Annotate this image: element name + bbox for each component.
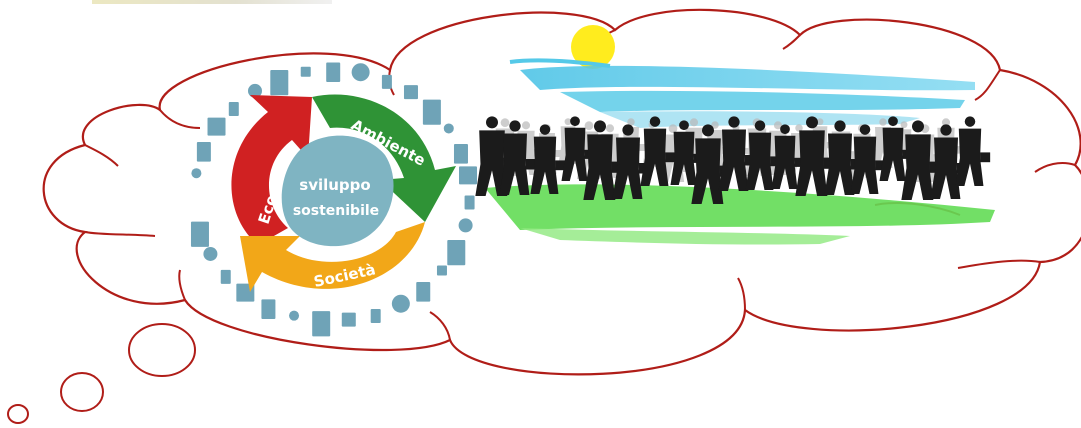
sun-icon [436,265,447,276]
wind-turbine-icon [191,168,202,179]
tree-icon [228,102,239,117]
sun-icon [571,25,615,69]
wind-turbine-icon [326,62,341,83]
sustainability-diagram: sviluppo sostenibile Economia Ambiente S… [190,62,478,337]
sky-brush-stroke [560,90,965,112]
cloud-inner-curve [782,34,801,50]
thought-bubble-medium [60,372,104,412]
thought-bubbles [7,323,196,424]
car-icon [220,269,231,284]
cloud-inner-curve [429,311,451,341]
solar-panel-icon [196,141,211,162]
foreground-crowd [475,116,991,204]
cloud-inner-curve [84,144,119,167]
building-icon [312,311,331,337]
person-silhouette [670,120,703,185]
sun-icon [247,83,262,98]
solar-panel-icon [341,312,356,327]
building-icon [458,218,473,233]
person-silhouette [640,116,676,186]
center-circle [281,135,394,247]
segment-societa [240,222,425,292]
sun-icon [422,99,441,125]
thought-bubble-large [128,323,196,377]
tree-icon [403,85,418,100]
cloud-icon [270,70,289,96]
cloud-inner-curve [84,231,156,237]
thought-bubble-small [7,404,29,424]
solar-panel-icon [464,195,475,210]
solar-panel-icon [351,63,370,82]
car-icon [391,294,410,313]
person-silhouette [955,116,991,186]
tree-icon [289,310,300,321]
cloud-inner-curve [737,277,746,311]
crowd-scene [475,25,995,245]
cloud-inner-curve [178,269,186,301]
tree-icon [447,240,466,266]
building-icon [207,117,226,136]
cloud-inner-curve [1034,162,1076,173]
sun-icon [261,299,276,319]
center-label-line1: sviluppo [299,176,370,194]
sky-brush-stroke [509,58,611,68]
wind-turbine-icon [370,309,381,324]
wind-turbine-icon [203,246,218,261]
wind-turbine-icon [459,166,478,185]
cloud-inner-curve [159,109,201,129]
center-label-line2: sostenibile [293,203,379,219]
person-silhouette [530,124,566,194]
cloud-icon [416,282,431,302]
solar-panel-icon [190,221,209,247]
car-icon [453,144,468,164]
person-silhouette [499,120,537,195]
segment-ambiente [312,94,456,222]
cloud-icon [443,123,454,134]
grass-brush-stroke [520,228,850,245]
top-faded-banner [92,0,332,4]
car-icon [300,66,311,77]
sky-brush-stroke [520,65,975,91]
person-silhouette [745,120,781,190]
person-silhouette [771,124,804,189]
segment-economia [231,95,312,245]
person-silhouette [850,124,886,194]
building-icon [381,74,392,89]
cloud-inner-curve [957,259,1041,269]
cloud-inner-curve [974,69,1001,101]
